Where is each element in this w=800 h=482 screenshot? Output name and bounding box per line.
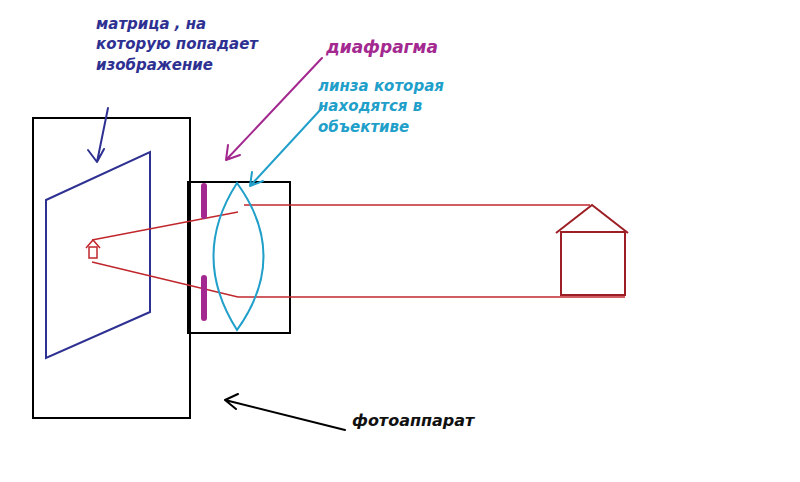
image-house — [86, 240, 100, 258]
diaphragm — [201, 186, 207, 318]
ray — [238, 296, 625, 298]
callout-label: фотоаппарат — [352, 410, 522, 432]
leader-arrow — [88, 108, 108, 162]
sensor-matrix — [46, 152, 150, 358]
image-house-roof — [86, 240, 100, 248]
ray — [244, 204, 590, 206]
lens — [214, 183, 264, 330]
leader-arrow — [250, 108, 322, 186]
light-rays — [92, 205, 625, 297]
callout-label: диафрагма — [326, 36, 466, 59]
house-roof — [556, 205, 628, 233]
leader-arrow — [225, 394, 345, 430]
camera-body — [33, 118, 190, 418]
diaphragm-blade — [201, 186, 207, 216]
image-house-wall — [89, 247, 97, 258]
house — [556, 205, 628, 295]
leader-arrows — [88, 58, 345, 430]
diaphragm-blade — [201, 278, 207, 318]
callout-label: линза которая находятся в объективе — [318, 76, 468, 137]
house-wall — [561, 232, 625, 295]
leader-arrow — [226, 58, 322, 160]
callout-label: матрица , на которую попадает изображени… — [96, 14, 281, 75]
